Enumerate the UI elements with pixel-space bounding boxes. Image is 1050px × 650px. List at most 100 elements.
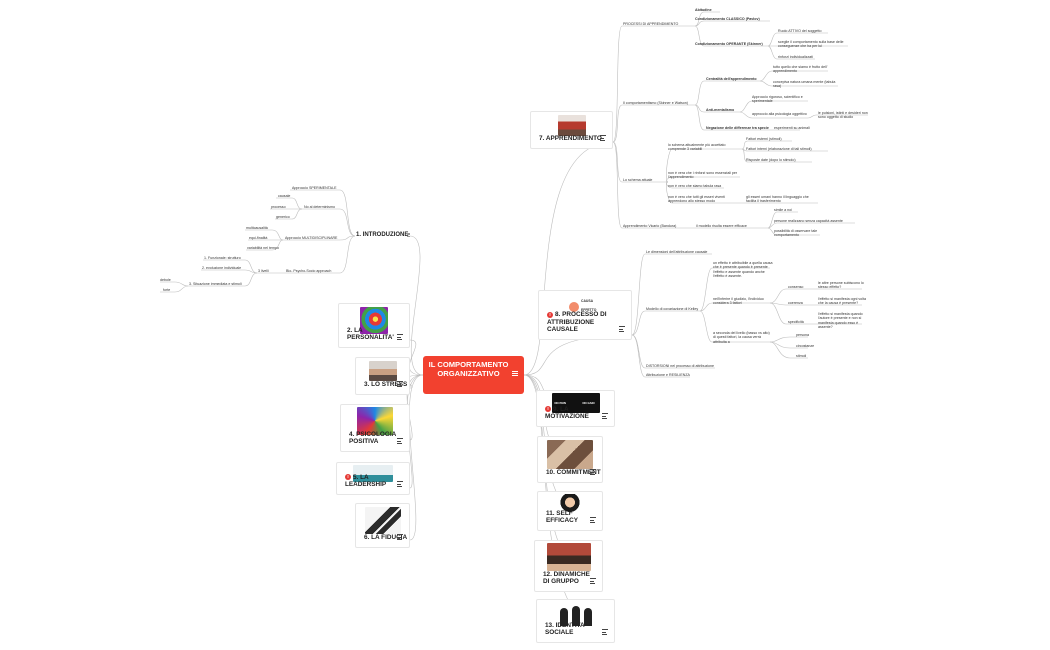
app-rinforzi-vera[interactable]: non è vera che i rinforzi sono essenzial… (668, 171, 738, 180)
attr-coerenza[interactable]: coerenza (788, 301, 803, 305)
app-umani[interactable]: gli esseri umani hanno il linguaggio che… (746, 195, 809, 204)
intro-funzionale[interactable]: 1. Funzionale: strutturo (204, 256, 241, 260)
app-abitudine[interactable]: Abitudine (695, 8, 712, 12)
intro-debole[interactable]: debole (160, 278, 171, 282)
apprendimento-image (557, 115, 586, 136)
intro-equifinalita[interactable]: equi-finalità (249, 236, 268, 240)
silhouette-figure (559, 608, 568, 626)
app-esperimenti[interactable]: esperimenti su animali (774, 126, 810, 130)
app-operante[interactable]: Condizionamento OPERANTE (Skinner) (695, 42, 763, 46)
branch-motivazione[interactable]: NO PAIN NO GAIN !9. LA MOTIVAZIONE (536, 390, 615, 427)
branch-fiducia-label: 6. LA FIDUCIA (364, 534, 408, 542)
notes-icon[interactable] (407, 233, 410, 237)
personalita-image (360, 307, 388, 334)
intro-processo[interactable]: processo (271, 205, 286, 209)
app-pulsioni[interactable]: le pulsioni, istinti e desideri non sono… (818, 111, 868, 120)
app-centralita[interactable]: Centralità dell'apprendimento (706, 77, 757, 81)
branch-psicologia[interactable]: 4. PSICOLOGIA POSITIVA (340, 404, 410, 452)
app-ruolo-attivo[interactable]: Ruolo ATTIVO del soggetto (778, 29, 822, 33)
attr-coerenza-q[interactable]: l'effetto si manifesta ogni volta che la… (818, 297, 866, 306)
branch-apprendimento[interactable]: 7. APPRENDIMENTO (530, 111, 613, 149)
branch-dinamiche-label: 12. DINAMICHE DI GRUPPO (543, 570, 590, 586)
notes-icon[interactable] (397, 334, 403, 341)
app-comportamentismo[interactable]: Il comportamentismo (Skinner e Watson) (623, 101, 688, 105)
intro-situazione[interactable]: 3. Situazione immediata e stimoli (189, 282, 242, 286)
branch-dinamiche[interactable]: 12. DINAMICHE DI GRUPPO (534, 540, 603, 592)
branch-identita[interactable]: 13. IDENTITA' SOCIALE (536, 599, 615, 643)
app-modello[interactable]: il modello risulta essere efficace (696, 224, 747, 228)
notes-icon[interactable] (619, 326, 625, 333)
intro-bio-psycho[interactable]: Bio- Psycho-Socio approach (286, 269, 332, 273)
app-approccio-rigoroso[interactable]: Approccio rigoroso, scientifico e sperim… (752, 95, 803, 104)
app-fattori-esterni[interactable]: Fattori esterni (stimoli) (746, 137, 782, 141)
intro-variabilita[interactable]: variabilità nel tempo (247, 246, 279, 250)
app-tutto[interactable]: tutto quello che siamo è frutto dell' ap… (773, 65, 828, 74)
attr-dimensioni[interactable]: Le dimensioni dell'attribuzione causale (646, 250, 708, 254)
attr-circostanze[interactable]: circostanze (796, 344, 815, 348)
intro-causale[interactable]: causale (278, 194, 291, 198)
attr-a-seconda[interactable]: a seconda del livello (basso vs alto) di… (713, 331, 770, 344)
app-persone-realizzano[interactable]: persone realizzano senza capacità assent… (774, 219, 843, 223)
app-possibilita[interactable]: possibilità di osservare tale comportame… (774, 229, 818, 238)
notes-icon[interactable] (590, 469, 596, 476)
attr-specificita[interactable]: specificità (788, 320, 804, 324)
central-title: IL COMPORTAMENTO ORGANIZZATIVO (428, 360, 509, 378)
intro-multicausalita[interactable]: multicausalità (246, 226, 268, 230)
notes-icon[interactable] (397, 438, 403, 445)
app-oggettivo[interactable]: approccio alla psicologia oggettivo (752, 112, 807, 116)
app-mente[interactable]: concepiva natura umana mente (tabula ras… (773, 80, 836, 89)
app-classico[interactable]: Condizionamento CLASSICO (Pavlov) (695, 17, 760, 21)
attr-consenso[interactable]: consenso (788, 285, 804, 289)
app-sceglie[interactable]: sceglie il comportamento sulla base dell… (778, 40, 844, 49)
notes-icon[interactable] (590, 517, 596, 524)
app-rinforzi[interactable]: rinforzi individualizzati (778, 55, 813, 59)
attr-distorsioni[interactable]: DISTORSIONI nel processo di attribuzione (646, 364, 715, 368)
branch-stress[interactable]: 3. LO STRESS (355, 357, 410, 395)
stress-image (368, 361, 397, 381)
attr-persona[interactable]: persona (796, 333, 809, 337)
app-vicario[interactable]: Apprendimento Vicario (Bandura) (623, 224, 677, 228)
app-risposte[interactable]: Risposte date (dopo lo stimolo) (746, 158, 796, 162)
notes-icon[interactable] (512, 371, 518, 378)
intro-approccio-sperimentale[interactable]: Approccio SPERIMENTALE (292, 186, 337, 190)
attr-modello-kelley[interactable]: Modello di covariazione di Kelley (646, 307, 699, 311)
notes-icon[interactable] (397, 534, 403, 541)
attr-nell-inferire[interactable]: nell'inferire il giudizio, l'individuo c… (713, 297, 764, 306)
app-fattori-interni[interactable]: Fattori interni (elaborazione di tali st… (746, 147, 812, 151)
branch-introduzione[interactable]: 1. INTRODUZIONE (356, 232, 409, 238)
notes-icon[interactable] (602, 629, 608, 636)
branch-commitment[interactable]: 10. COMMITMENT (537, 436, 603, 483)
branch-personalita[interactable]: 2. LA PERSONALITA' (338, 303, 410, 348)
notes-icon[interactable] (397, 481, 403, 488)
app-principi[interactable]: non è vero che tutti gli esseri viventi … (668, 195, 725, 204)
app-simile[interactable]: simile a noi (774, 208, 792, 212)
branch-leadership[interactable]: !5. LA LEADERSHIP (336, 462, 410, 495)
branch-identita-label: 13. IDENTITA' SOCIALE (545, 621, 587, 637)
app-negazione[interactable]: Negazione delle differenze tra specie (706, 126, 769, 130)
intro-generico[interactable]: generico (276, 215, 290, 219)
intro-evoluzione[interactable]: 2. evoluzione individuale (202, 266, 242, 270)
intro-no-determinismo[interactable]: No al determinismo (304, 205, 335, 209)
app-schema-attuale[interactable]: Lo schema attuale (623, 178, 653, 182)
notes-icon[interactable] (600, 135, 606, 142)
notes-icon[interactable] (602, 413, 608, 420)
attr-specificita-q[interactable]: l'effetto si manifesta quando l'autore è… (818, 312, 863, 330)
attr-consenso-q[interactable]: le altre persone subiscono lo stesso eff… (818, 281, 864, 290)
notes-icon[interactable] (397, 381, 403, 388)
intro-livelli[interactable]: 3 livelli (258, 269, 269, 273)
app-tabula[interactable]: non è vero che siamo tabula rasa (668, 184, 722, 188)
attr-stimoli[interactable]: stimoli (796, 354, 807, 358)
app-anti-mentalismo[interactable]: Anti-mentalismo (706, 108, 735, 112)
app-schema-desc[interactable]: lo schema attualmente più accettato comp… (668, 143, 726, 152)
intro-forte[interactable]: forte (163, 288, 171, 292)
branch-attribuzione[interactable]: CAUSA EFFETTO !8. PROCESSO DI ATTRIBUZIO… (538, 290, 632, 340)
intro-multidisciplinare[interactable]: Approccio MULTIDISCIPLINARE (285, 236, 338, 240)
attr-resilienza[interactable]: Attribuzione e RESILIENZA (646, 373, 690, 377)
app-processi[interactable]: PROCESSI DI APPRENDIMENTO (623, 22, 679, 26)
central-topic[interactable]: IL COMPORTAMENTO ORGANIZZATIVO (423, 356, 524, 394)
notes-icon[interactable] (590, 578, 596, 585)
branch-self-efficacy[interactable]: 11. SELF EFFICACY (537, 491, 603, 531)
attr-un-effetto[interactable]: un effetto è attribuibile a quella causa… (713, 261, 773, 279)
motivazione-image: NO PAIN NO GAIN (551, 393, 600, 413)
branch-fiducia[interactable]: 6. LA FIDUCIA (355, 503, 410, 548)
